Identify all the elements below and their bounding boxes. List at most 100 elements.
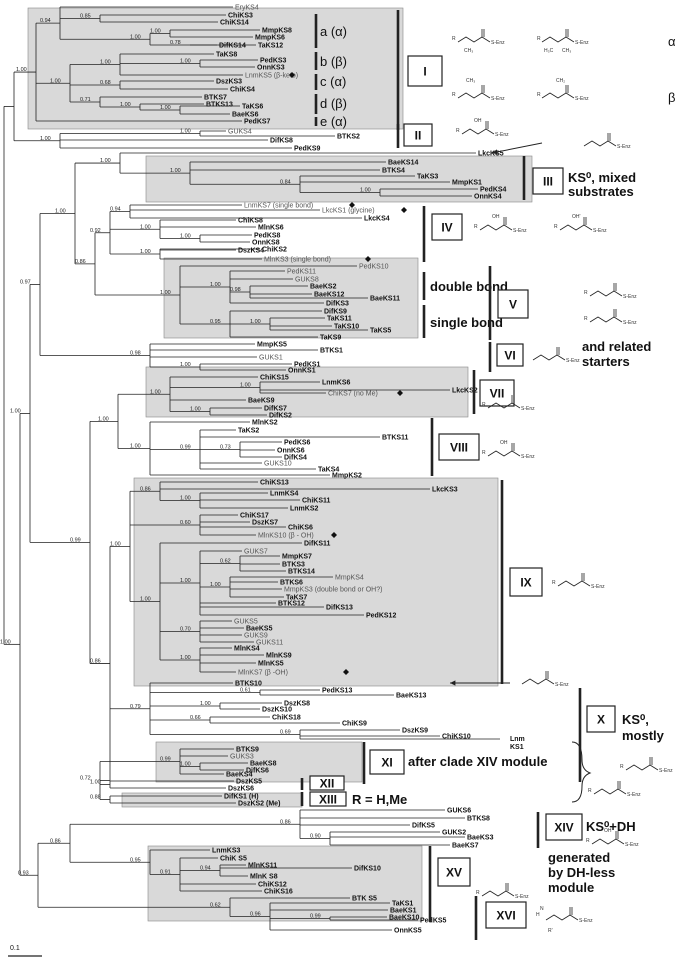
chem-clade-xiv [591,838,625,845]
diamond-marker [397,390,403,396]
clade-xvi-label: XVI [496,909,515,923]
leaf-label: ChiKS3 [228,13,253,20]
chem-clade-viii-label: S-Enz [521,454,535,460]
leaf-label: TaKS1 [392,901,413,908]
bootstrap-value: 1.00 [180,762,191,768]
clade-xiv-label: XIV [554,821,573,835]
leaf-label: ChiK S5 [220,856,247,863]
chem-label: R [456,128,460,134]
chem-clade-viii [487,450,521,457]
chem-clade-iv-oh-label: S-Enz [513,228,527,234]
bootstrap-value: 0.70 [180,627,191,633]
leaf-label: DszKS7 [252,520,278,527]
chem-clade-vi-starter [532,354,566,361]
clade-ii-box [403,123,433,147]
chem-label: CH₃ [466,78,475,84]
chem-label: R' [548,928,553,934]
bootstrap-value: 0.98 [130,351,141,357]
leaf-label: BaeKS14 [388,160,418,167]
leaf-label: TaKS4 [318,467,339,474]
diamond-marker [365,256,371,262]
leaf-label: MlnKS4 [234,646,260,653]
leaf-label: BTKS14 [288,569,315,576]
leaf-label: DifKS2 [269,413,292,420]
chem-clade-iv-or [559,224,593,231]
leaf-label: BTKS8 [467,816,490,823]
clade-xv-note-2: by DH-less [548,865,615,880]
chem-clade-iv-oh [479,224,513,231]
bootstrap-value: 1.00 [180,362,191,368]
bootstrap-value: 1.00 [150,389,161,395]
leaf-label: ChiKS14 [220,20,249,27]
leaf-label: BaeKS7 [452,843,479,850]
clade-xiii-label: XIII [319,793,337,807]
leaf-label: DszKS8 [284,701,310,708]
chem-clade-xi [593,788,627,795]
bootstrap-value: 1.00 [240,383,251,389]
chem-clade-xi-label: S-Enz [627,792,641,798]
chem-clade-vi-starter-label: S-Enz [566,358,580,364]
leaf-label: DifKS9 [324,309,347,316]
clade-v-label: V [509,298,517,312]
chem-clade-ix-label: S-Enz [591,584,605,590]
bootstrap-value: 1.00 [16,67,27,73]
bootstrap-value: 1.00 [98,416,109,422]
chem-alpha-dimethyl [541,36,575,43]
leaf-label: DifKS6 [246,768,269,775]
chem-label: R [584,290,588,296]
clade-xvi-box [485,901,527,929]
brace [571,741,592,803]
chem-label: R [586,838,590,844]
chem-clade-xiv-label: S-Enz [625,842,639,848]
leaf-label: GUKS8 [295,277,319,284]
bootstrap-value: 1.00 [100,60,111,66]
bootstrap-value: 0.94 [40,18,51,24]
chem-clade-x-alkene-label: S-Enz [659,768,673,774]
leaf-label: MlnKS10 (β - OH) [258,533,314,540]
chem-label: CH₃ [464,48,473,54]
bootstrap-value: 1.00 [140,597,151,603]
bootstrap-value: 1.00 [180,234,191,240]
clade-vi-box [496,343,524,367]
bootstrap-value: 1.00 [210,582,221,588]
clade-vii-label: VII [490,387,505,401]
chem-beta-methyl-label: S-Enz [491,96,505,102]
leaf-label: ChiKS11 [302,498,331,505]
leaf-label: BTKS13 [206,102,233,109]
chem-label: R [452,36,456,42]
leaf-label: MlnKS6 [258,225,284,232]
chem-label: R [474,224,478,230]
leaf-label: BaeKS11 [370,296,400,303]
leaf-label: LkcKS3 [432,487,458,494]
clade-vii-box [479,379,515,407]
leaf-label: TaKS5 [370,328,391,335]
leaf-label: GUKS9 [244,633,268,640]
leaf-label: BTKS11 [382,435,409,442]
leaf-label: ChiKS18 [272,715,301,722]
leaf-label: BTKS7 [204,95,227,102]
chem-label: R [620,764,624,770]
bootstrap-value: 1.00 [180,578,191,584]
leaf-label: TaKS9 [320,335,341,342]
clade-iii-note-2: substrates [568,184,634,199]
clade-xv-note-1: generated [548,850,610,865]
chem-clade-xv [481,890,515,897]
leaf-label: DifKS11 [304,541,331,548]
leaf-label: TaKS10 [334,324,359,331]
leaf-label: PedKS3 [260,58,287,65]
leaf-label: BaeKS4 [226,772,253,779]
bootstrap-value: 1.00 [200,701,211,707]
clade-xii-label: XII [320,777,335,791]
bootstrap-value: 1.00 [180,59,191,65]
leaf-label: MmpKS8 [262,28,292,35]
clade-xiv-note: KS⁰+DH [586,819,636,834]
chem-beta-methylene [541,92,575,99]
leaf-label: GUKS6 [447,808,471,815]
chem-clade-vii [487,402,521,409]
leaf-label: ChiKS17 [240,513,269,520]
bootstrap-value: 0.62 [220,559,231,565]
leaf-label: PedKS4 [480,187,507,194]
bootstrap-value: 1.00 [110,541,121,547]
bootstrap-value: 0.78 [170,40,181,46]
leaf-label: ChiKS16 [264,889,293,896]
